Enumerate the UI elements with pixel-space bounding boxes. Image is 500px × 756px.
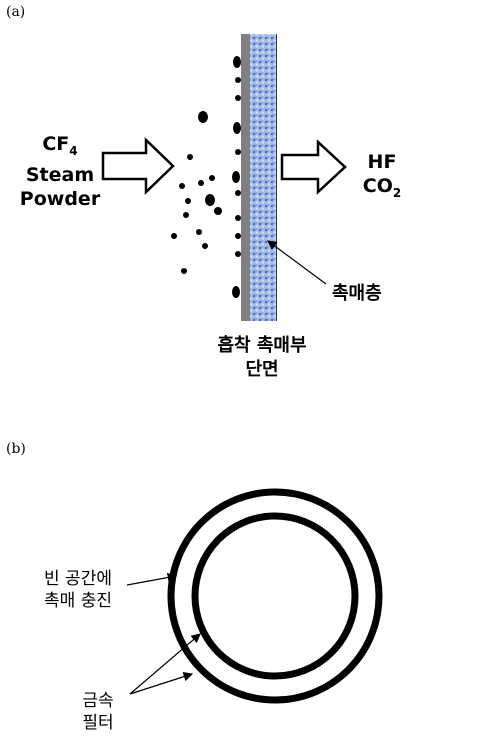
input-cf: CF bbox=[42, 133, 69, 155]
section-caption-line2: 단면 bbox=[190, 358, 334, 382]
filter-pointer-inner bbox=[130, 634, 200, 694]
output-species-label: HF CO2 bbox=[356, 150, 408, 205]
section-caption-line1: 흡착 촉매부 bbox=[190, 334, 334, 358]
input-cf-subscript: 4 bbox=[69, 144, 77, 158]
output-arrow bbox=[282, 142, 345, 192]
input-steam: Steam bbox=[14, 163, 106, 187]
section-caption: 흡착 촉매부 단면 bbox=[190, 334, 334, 382]
metal-filter-label: 금속 필터 bbox=[68, 690, 128, 734]
input-powder: Powder bbox=[14, 187, 106, 211]
fill-space-label-line1: 빈 공간에 bbox=[28, 568, 128, 590]
fill-space-label-line2: 촉매 충진 bbox=[28, 590, 128, 612]
output-hf: HF bbox=[356, 150, 408, 174]
output-co: CO bbox=[363, 175, 393, 197]
metal-filter-label-line1: 금속 bbox=[68, 690, 128, 712]
catalyst-layer-label: 촉매층 bbox=[332, 283, 382, 305]
inner-filter-ring bbox=[195, 516, 355, 676]
powder-particles bbox=[171, 56, 241, 298]
filter-pointer-outer bbox=[130, 674, 192, 694]
catalyst-layer bbox=[250, 34, 276, 321]
fill-space-label: 빈 공간에 촉매 충진 bbox=[28, 568, 128, 612]
filter-plate bbox=[241, 34, 250, 321]
input-species-label: CF4 Steam Powder bbox=[14, 132, 106, 211]
input-arrow bbox=[103, 140, 173, 192]
outer-filter-ring bbox=[171, 492, 379, 700]
metal-filter-label-line2: 필터 bbox=[68, 712, 128, 734]
output-co-subscript: 2 bbox=[393, 186, 401, 200]
